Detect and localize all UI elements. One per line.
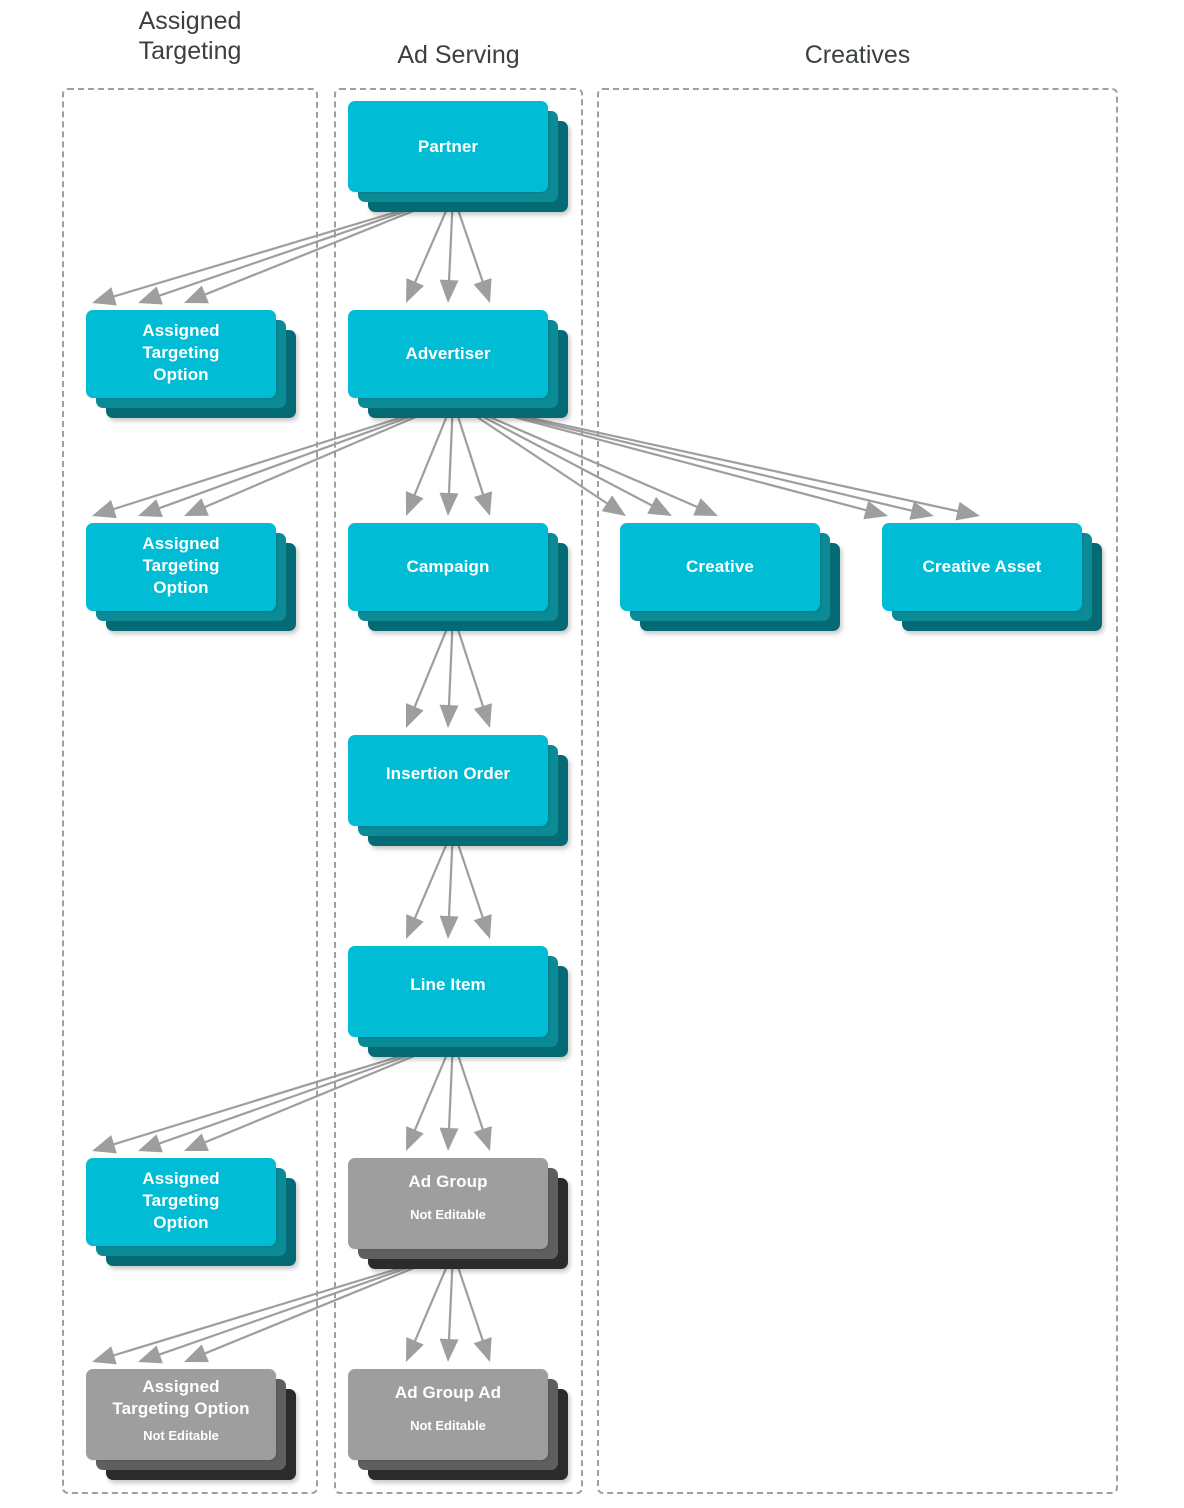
node-creative-card[interactable]: Creative <box>620 523 820 611</box>
node-creative-asset[interactable]: Creative Asset <box>882 523 1102 631</box>
node-insertion-order[interactable]: Insertion Order <box>348 735 568 846</box>
node-ato-adgroup-card[interactable]: Assigned Targeting Option Not Editable <box>86 1369 276 1460</box>
lane-title-assigned-targeting: Assigned Targeting <box>138 7 242 65</box>
node-assigned-targeting-option-lineitem[interactable]: Assigned Targeting Option <box>86 1158 296 1266</box>
node-campaign-card[interactable]: Campaign <box>348 523 548 611</box>
node-campaign[interactable]: Campaign <box>348 523 568 631</box>
node-partner-card[interactable]: Partner <box>348 101 548 192</box>
node-assigned-targeting-option-adgroup[interactable]: Assigned Targeting Option Not Editable <box>86 1369 296 1480</box>
node-insertion-order-card[interactable]: Insertion Order <box>348 735 548 826</box>
node-line-item[interactable]: Line Item <box>348 946 568 1057</box>
node-insertion-order-label: Insertion Order <box>385 763 511 783</box>
lane-box-creatives <box>597 88 1118 1494</box>
node-ato-lineitem-label: Assigned Targeting Option <box>142 1168 220 1232</box>
lane-title-ad-serving: Ad Serving <box>397 41 520 69</box>
node-partner[interactable]: Partner <box>348 101 568 212</box>
node-ad-group-ad[interactable]: Ad Group Ad Not Editable <box>348 1369 568 1480</box>
node-ad-group[interactable]: Ad Group Not Editable <box>348 1158 568 1269</box>
node-ato-adgroup-badge: Not Editable <box>143 1427 219 1443</box>
node-line-item-label: Line Item <box>410 974 486 994</box>
node-ato-advertiser-card[interactable]: Assigned Targeting Option <box>86 523 276 611</box>
node-advertiser-card[interactable]: Advertiser <box>348 310 548 398</box>
node-creative-asset-card[interactable]: Creative Asset <box>882 523 1082 611</box>
node-ato-adgroup-label: Assigned Targeting Option <box>112 1376 250 1418</box>
node-creative-asset-label: Creative Asset <box>922 557 1042 576</box>
node-advertiser-label: Advertiser <box>405 344 491 363</box>
node-ato-partner-label: Assigned Targeting Option <box>142 320 220 384</box>
node-creative-label: Creative <box>686 557 754 576</box>
node-line-item-card[interactable]: Line Item <box>348 946 548 1037</box>
node-ato-advertiser-label: Assigned Targeting Option <box>142 533 220 597</box>
node-campaign-label: Campaign <box>406 557 490 576</box>
node-assigned-targeting-option-partner[interactable]: Assigned Targeting Option <box>86 310 296 418</box>
lane-box-assigned-targeting <box>62 88 318 1494</box>
node-ad-group-badge: Not Editable <box>410 1206 486 1222</box>
node-ato-lineitem-card[interactable]: Assigned Targeting Option <box>86 1158 276 1246</box>
node-ad-group-ad-badge: Not Editable <box>410 1417 486 1433</box>
node-creative[interactable]: Creative <box>620 523 840 631</box>
node-ad-group-label: Ad Group <box>408 1171 488 1191</box>
node-ad-group-ad-card[interactable]: Ad Group Ad Not Editable <box>348 1369 548 1460</box>
lane-box-ad-serving <box>334 88 583 1494</box>
lane-title-creatives: Creatives <box>804 41 911 69</box>
node-ad-group-card[interactable]: Ad Group Not Editable <box>348 1158 548 1249</box>
node-partner-label: Partner <box>417 136 479 156</box>
node-ad-group-ad-label: Ad Group Ad <box>394 1382 502 1402</box>
node-ato-partner-card[interactable]: Assigned Targeting Option <box>86 310 276 398</box>
node-advertiser[interactable]: Advertiser <box>348 310 568 418</box>
node-assigned-targeting-option-advertiser[interactable]: Assigned Targeting Option <box>86 523 296 631</box>
